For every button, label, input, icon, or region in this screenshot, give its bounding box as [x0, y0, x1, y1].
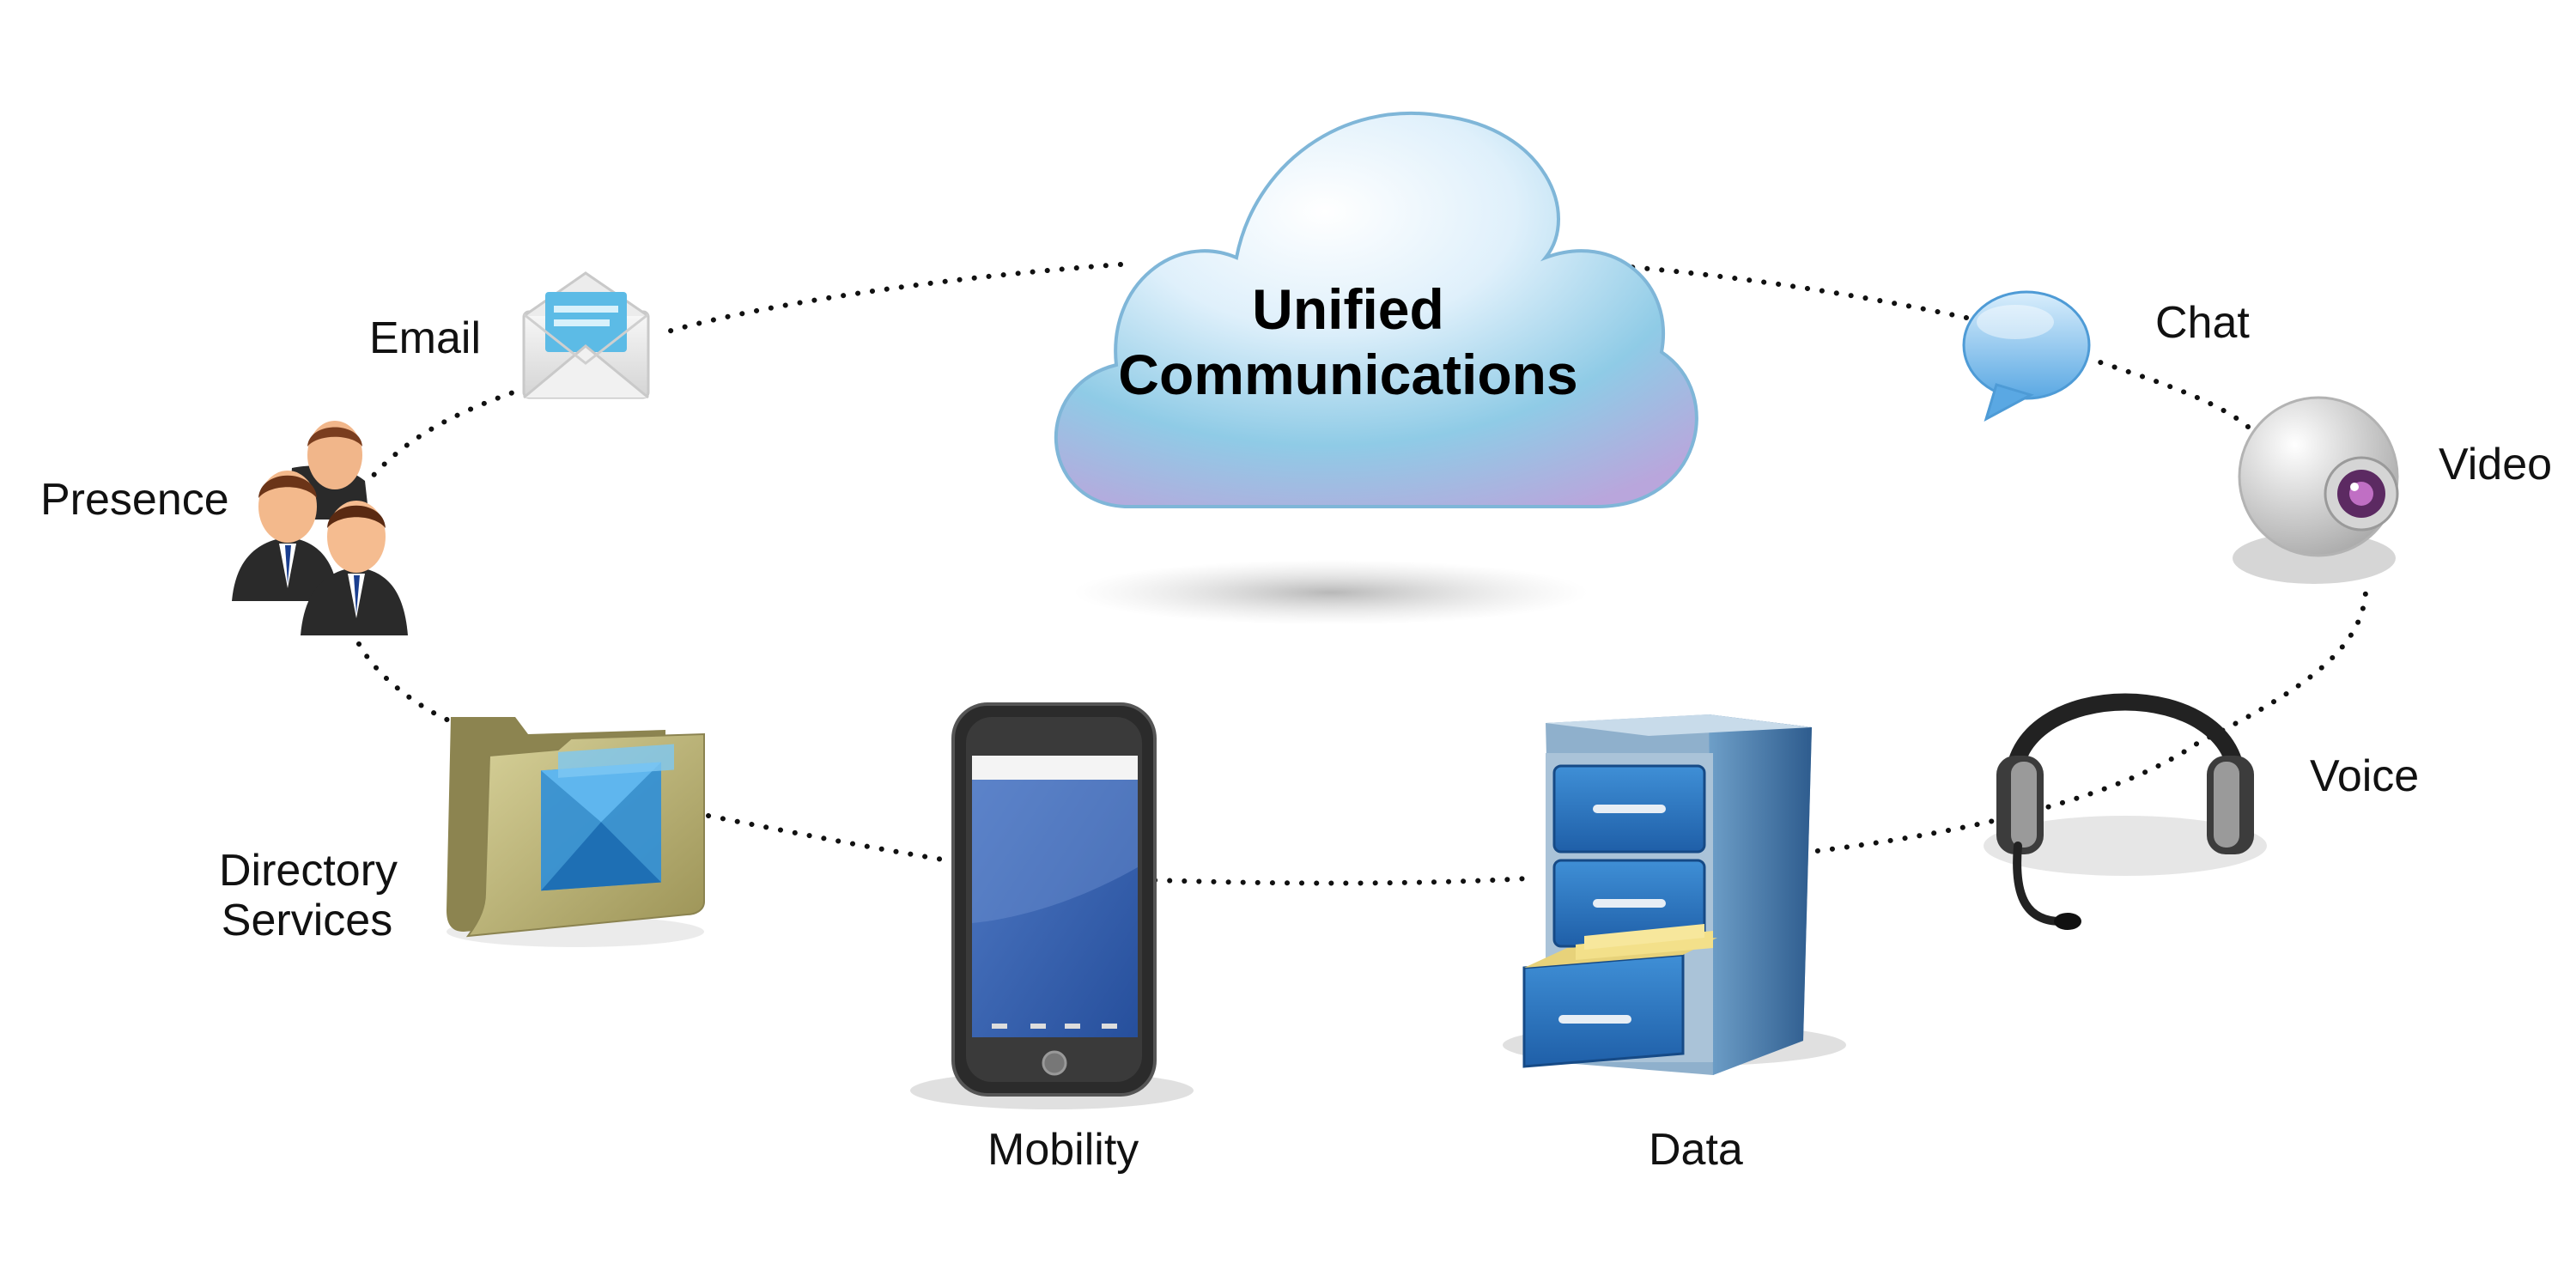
cloud-icon: [1054, 111, 1698, 625]
webcam-icon: [2233, 396, 2399, 584]
smartphone-icon: [910, 702, 1194, 1109]
cloud-title-line1: Unified: [1252, 277, 1444, 341]
data-label: Data: [1649, 1125, 1743, 1175]
dotted-ring: [356, 262, 2369, 886]
headset-icon: [1984, 693, 2267, 930]
email-label: Email: [369, 313, 482, 363]
folder-icon: [447, 717, 705, 947]
voice-label: Voice: [2310, 751, 2420, 801]
chat-label: Chat: [2155, 298, 2250, 348]
people-icon: [232, 421, 408, 635]
mobility-label: Mobility: [987, 1125, 1139, 1175]
directory-services-label: Directory Services: [219, 846, 398, 945]
envelope-icon: [522, 271, 650, 399]
cloud-title-line2: Communications: [1118, 343, 1578, 406]
file-cabinet-icon: [1503, 714, 1846, 1075]
speech-bubble-icon: [1962, 290, 2091, 422]
cloud-title: Unified Communications: [1082, 276, 1614, 407]
directory-label-line1: Directory: [219, 846, 398, 896]
video-label: Video: [2439, 440, 2553, 489]
directory-label-line2: Services: [221, 896, 393, 945]
presence-label: Presence: [40, 475, 229, 525]
